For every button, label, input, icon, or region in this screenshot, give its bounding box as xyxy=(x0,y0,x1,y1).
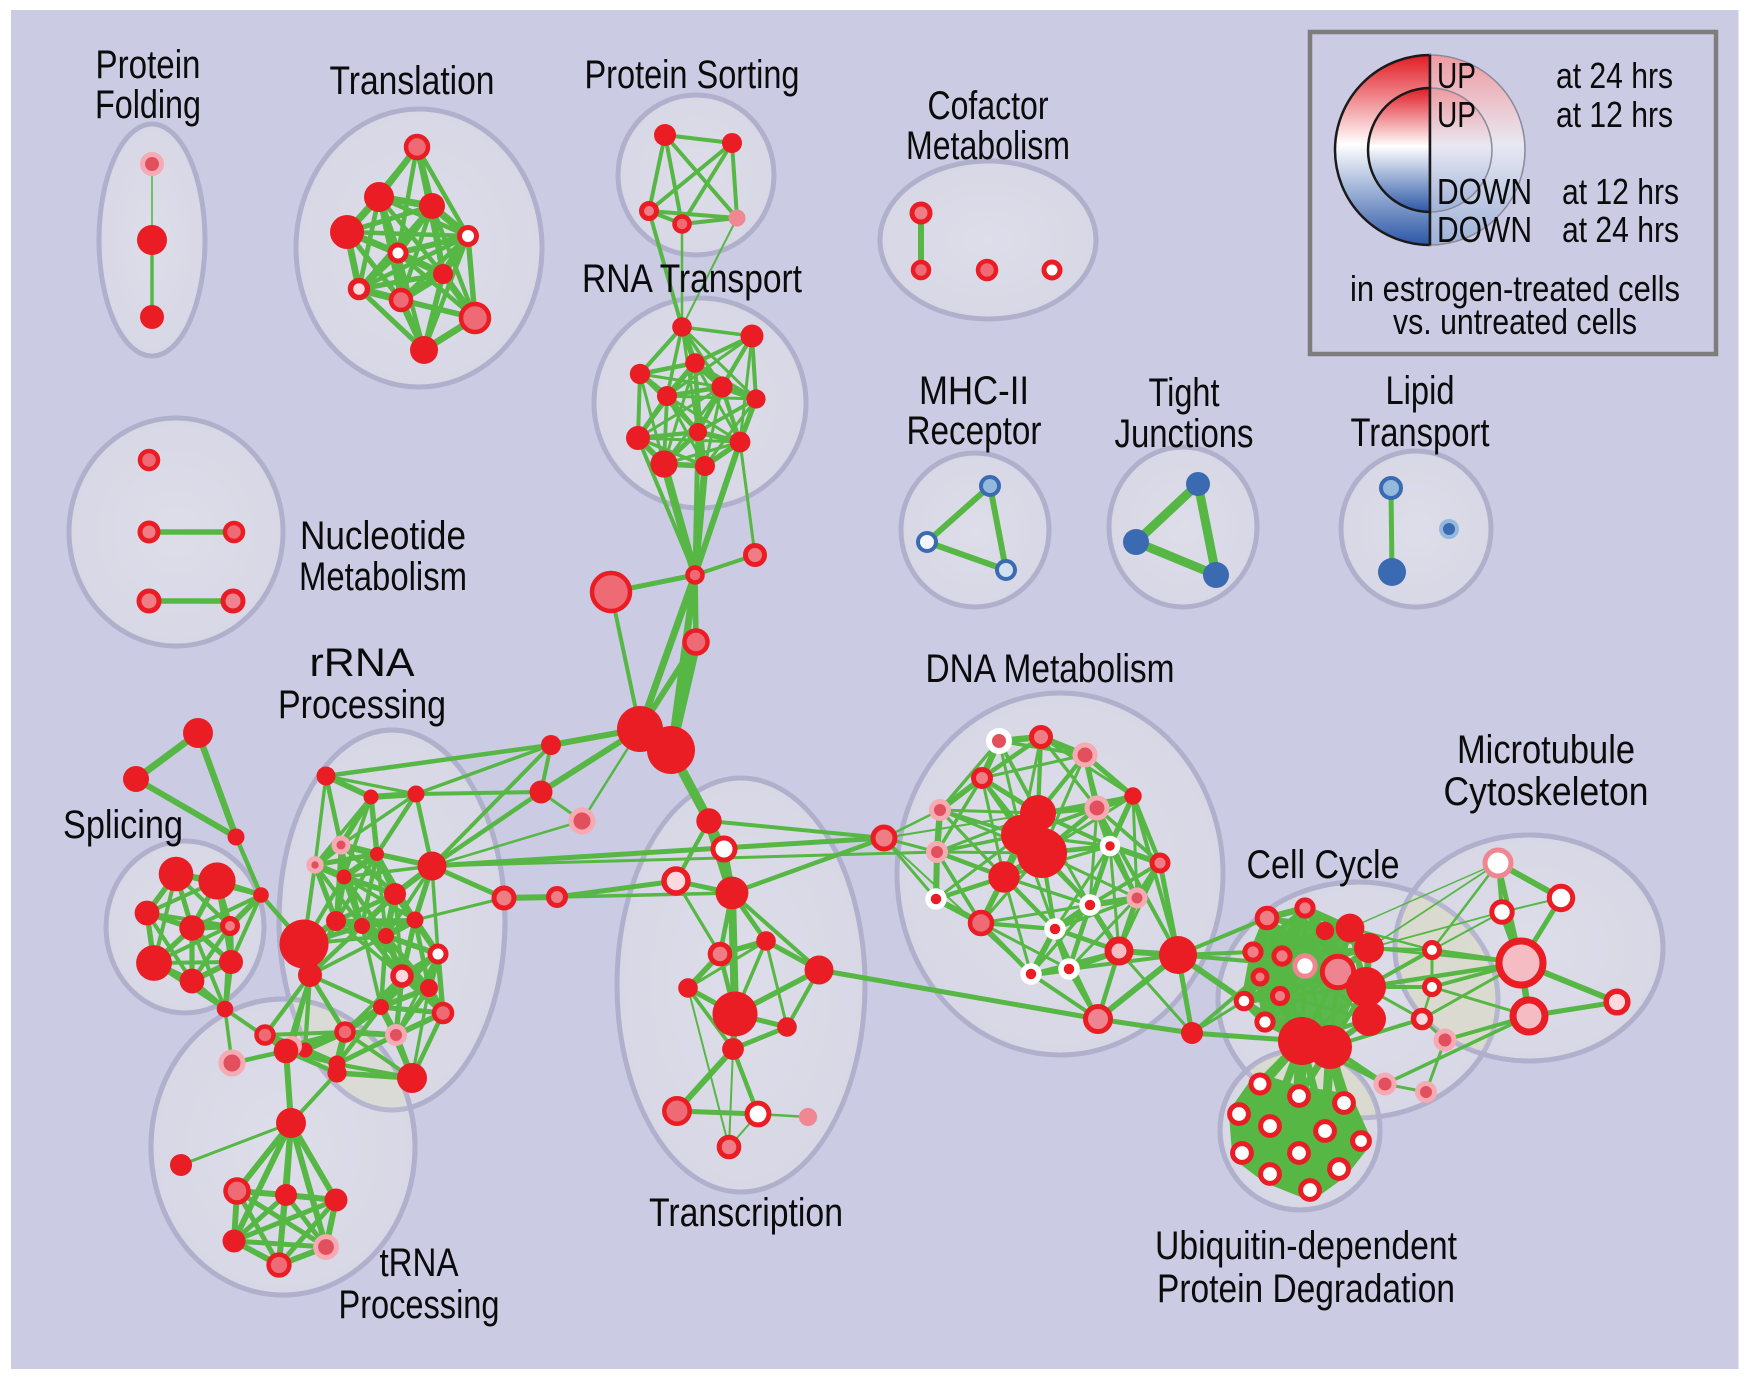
svg-text:Metabolism: Metabolism xyxy=(299,555,467,599)
svg-text:Junctions: Junctions xyxy=(1115,412,1254,456)
svg-text:vs. untreated cells: vs. untreated cells xyxy=(1393,301,1637,342)
svg-text:Ubiquitin-dependent: Ubiquitin-dependent xyxy=(1155,1224,1457,1268)
svg-text:MHC-II: MHC-II xyxy=(919,369,1029,413)
svg-text:at 12 hrs: at 12 hrs xyxy=(1556,94,1673,135)
svg-text:UP: UP xyxy=(1437,55,1476,96)
svg-text:UP: UP xyxy=(1437,94,1476,135)
svg-text:Folding: Folding xyxy=(95,83,201,127)
svg-text:DNA Metabolism: DNA Metabolism xyxy=(926,647,1175,691)
svg-text:DOWN: DOWN xyxy=(1437,209,1532,250)
svg-text:tRNA: tRNA xyxy=(380,1241,459,1285)
svg-text:at 24 hrs: at 24 hrs xyxy=(1556,55,1673,96)
svg-text:RNA Transport: RNA Transport xyxy=(582,257,802,301)
svg-text:Translation: Translation xyxy=(330,59,495,103)
svg-text:at 24 hrs: at 24 hrs xyxy=(1562,209,1679,250)
svg-text:Processing: Processing xyxy=(339,1283,500,1327)
svg-text:Splicing: Splicing xyxy=(63,803,183,847)
svg-text:rRNA: rRNA xyxy=(310,641,415,685)
svg-text:Receptor: Receptor xyxy=(907,409,1042,453)
svg-text:Lipid: Lipid xyxy=(1386,369,1455,413)
svg-text:Transcription: Transcription xyxy=(649,1191,843,1235)
svg-text:Tight: Tight xyxy=(1149,371,1220,415)
svg-text:Protein Degradation: Protein Degradation xyxy=(1157,1267,1455,1311)
svg-text:Metabolism: Metabolism xyxy=(906,124,1070,168)
svg-text:Nucleotide: Nucleotide xyxy=(300,514,466,558)
svg-text:Microtubule: Microtubule xyxy=(1457,728,1635,772)
svg-text:Cytoskeleton: Cytoskeleton xyxy=(1444,770,1649,814)
svg-text:Protein: Protein xyxy=(96,43,201,87)
svg-text:Protein Sorting: Protein Sorting xyxy=(585,53,800,97)
svg-text:Cofactor: Cofactor xyxy=(928,84,1049,128)
svg-text:DOWN: DOWN xyxy=(1437,171,1532,212)
svg-text:Processing: Processing xyxy=(278,683,446,727)
svg-text:in estrogen-treated cells: in estrogen-treated cells xyxy=(1350,268,1680,309)
svg-text:Transport: Transport xyxy=(1351,411,1490,455)
svg-text:at 12 hrs: at 12 hrs xyxy=(1562,171,1679,212)
svg-text:Cell Cycle: Cell Cycle xyxy=(1247,843,1400,887)
